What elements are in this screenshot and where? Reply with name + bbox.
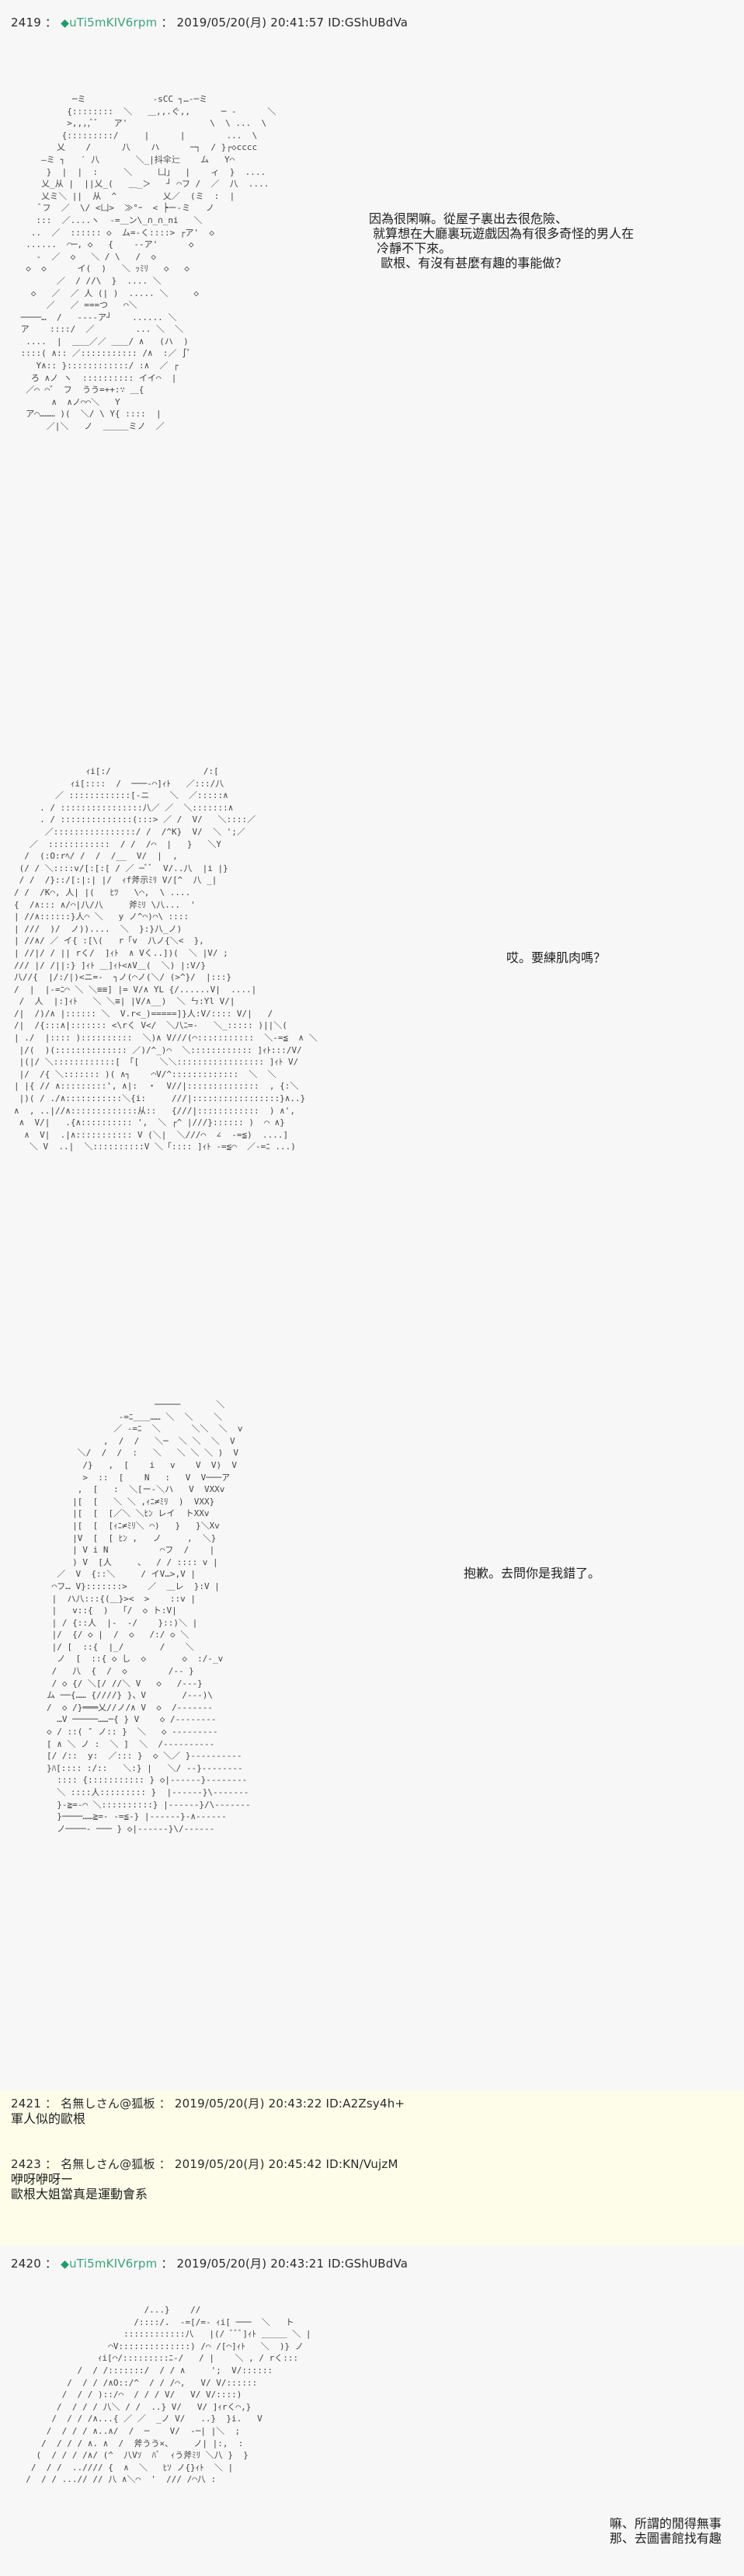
post-2419-panel-3: ───── ＼ ‐=ﾆ＿＿…… ＼ ＼ ＼ ／ ‐=ﾆ ＼ ＼＼ ＼ v , /… [0,1383,744,2067]
post-number[interactable]: 2423 [11,2157,41,2171]
separator: ： [158,2157,171,2171]
post-header: 2420 ： ◆uTi5mKIV6rpm ： 2019/05/20(月) 20:… [11,2255,408,2271]
post-number[interactable]: 2420 [11,2257,41,2271]
post-date: 2019/05/20(月) 20:41:57 [176,16,325,30]
reply-body: 咿呀咿呀ー 歐根大姐當真是運動會系 [11,2172,148,2201]
separator: ： [44,2157,57,2171]
dialogue-panel-4: 嘛、所謂的閒得無事 那、去圖書館找有趣 [610,2516,722,2546]
trip-code: uTi5mKIV6rpm [69,2257,158,2271]
poster-id[interactable]: ID:KN/VujzM [325,2157,398,2171]
separator: ： [44,2097,57,2111]
trip-diamond-icon: ◆ [61,17,70,30]
reply-2423: 2423 ： 名無しさん@狐板 ： 2019/05/20(月) 20:45:42… [11,2156,398,2201]
ascii-art-panel-3: ───── ＼ ‐=ﾆ＿＿…… ＼ ＼ ＼ ／ ‐=ﾆ ＼ ＼＼ ＼ v , /… [47,1400,251,1834]
reply-body: 軍人似的歐根 [11,2111,86,2126]
dialogue-panel-3: 抱歉。去問你是我錯了。 [464,1566,601,1581]
post-2420: 2420 ： ◆uTi5mKIV6rpm ： 2019/05/20(月) 20:… [0,2246,744,2574]
replies-section: 2421 ： 名無しさん@狐板 ： 2019/05/20(月) 20:43:22… [0,2090,744,2246]
separator: ： [44,2257,57,2271]
ascii-art-panel-1: ─ミ ‐sCC ┐…‐─ミ {:::::::: ＼ ＿,,.ぐ,, ─ ‐ ＼ … [20,94,276,432]
post-header: 2419 ： ◆uTi5mKIV6rpm ： 2019/05/20(月) 20:… [11,14,408,30]
trip-code: uTi5mKIV6rpm [69,16,158,30]
reply-header: 2423 ： 名無しさん@狐板 ： 2019/05/20(月) 20:45:42… [11,2156,398,2172]
poster-id[interactable]: ID:GShUBdVa [328,2257,409,2271]
post-date: 2019/05/20(月) 20:43:21 [176,2257,325,2271]
reply-2421: 2421 ： 名無しさん@狐板 ： 2019/05/20(月) 20:43:22… [11,2095,405,2126]
post-2419: 2419 ： ◆uTi5mKIV6rpm ： 2019/05/20(月) 20:… [11,14,634,1152]
poster-name: 名無しさん@狐板 [61,2097,155,2111]
post-number[interactable]: 2419 [11,16,41,30]
dialogue-panel-2: 哎。要練肌肉嗎？ [506,950,607,965]
separator: ： [161,16,173,30]
reply-header: 2421 ： 名無しさん@狐板 ： 2019/05/20(月) 20:43:22… [11,2095,405,2111]
ascii-art-panel-4: /...} // /::::/. ‐=[/=‐ ｨi[ ─── ＼ ト ::::… [26,2305,311,2485]
separator: ： [44,16,57,30]
trip-diamond-icon: ◆ [61,2258,70,2271]
poster-id[interactable]: ID:GShUBdVa [328,16,409,30]
poster-id[interactable]: ID:A2Zsy4h+ [325,2097,405,2111]
poster-name: 名無しさん@狐板 [61,2157,155,2171]
post-number[interactable]: 2421 [11,2097,41,2111]
separator: ： [161,2257,173,2271]
post-date: 2019/05/20(月) 20:45:42 [174,2157,322,2171]
ascii-art-panel-2: ｨi[:/ /:[ ｨi[:::: / ───‐⌒]ｨﾄ ／:::/八 ／ ::… [14,766,318,1152]
separator: ： [158,2097,171,2111]
dialogue-panel-1: 因為很閑嘛。從屋子裏出去很危險、 就算想在大廳裏玩遊戲因為有很多奇怪的男人在 冷… [369,211,634,270]
post-date: 2019/05/20(月) 20:43:22 [174,2097,322,2111]
